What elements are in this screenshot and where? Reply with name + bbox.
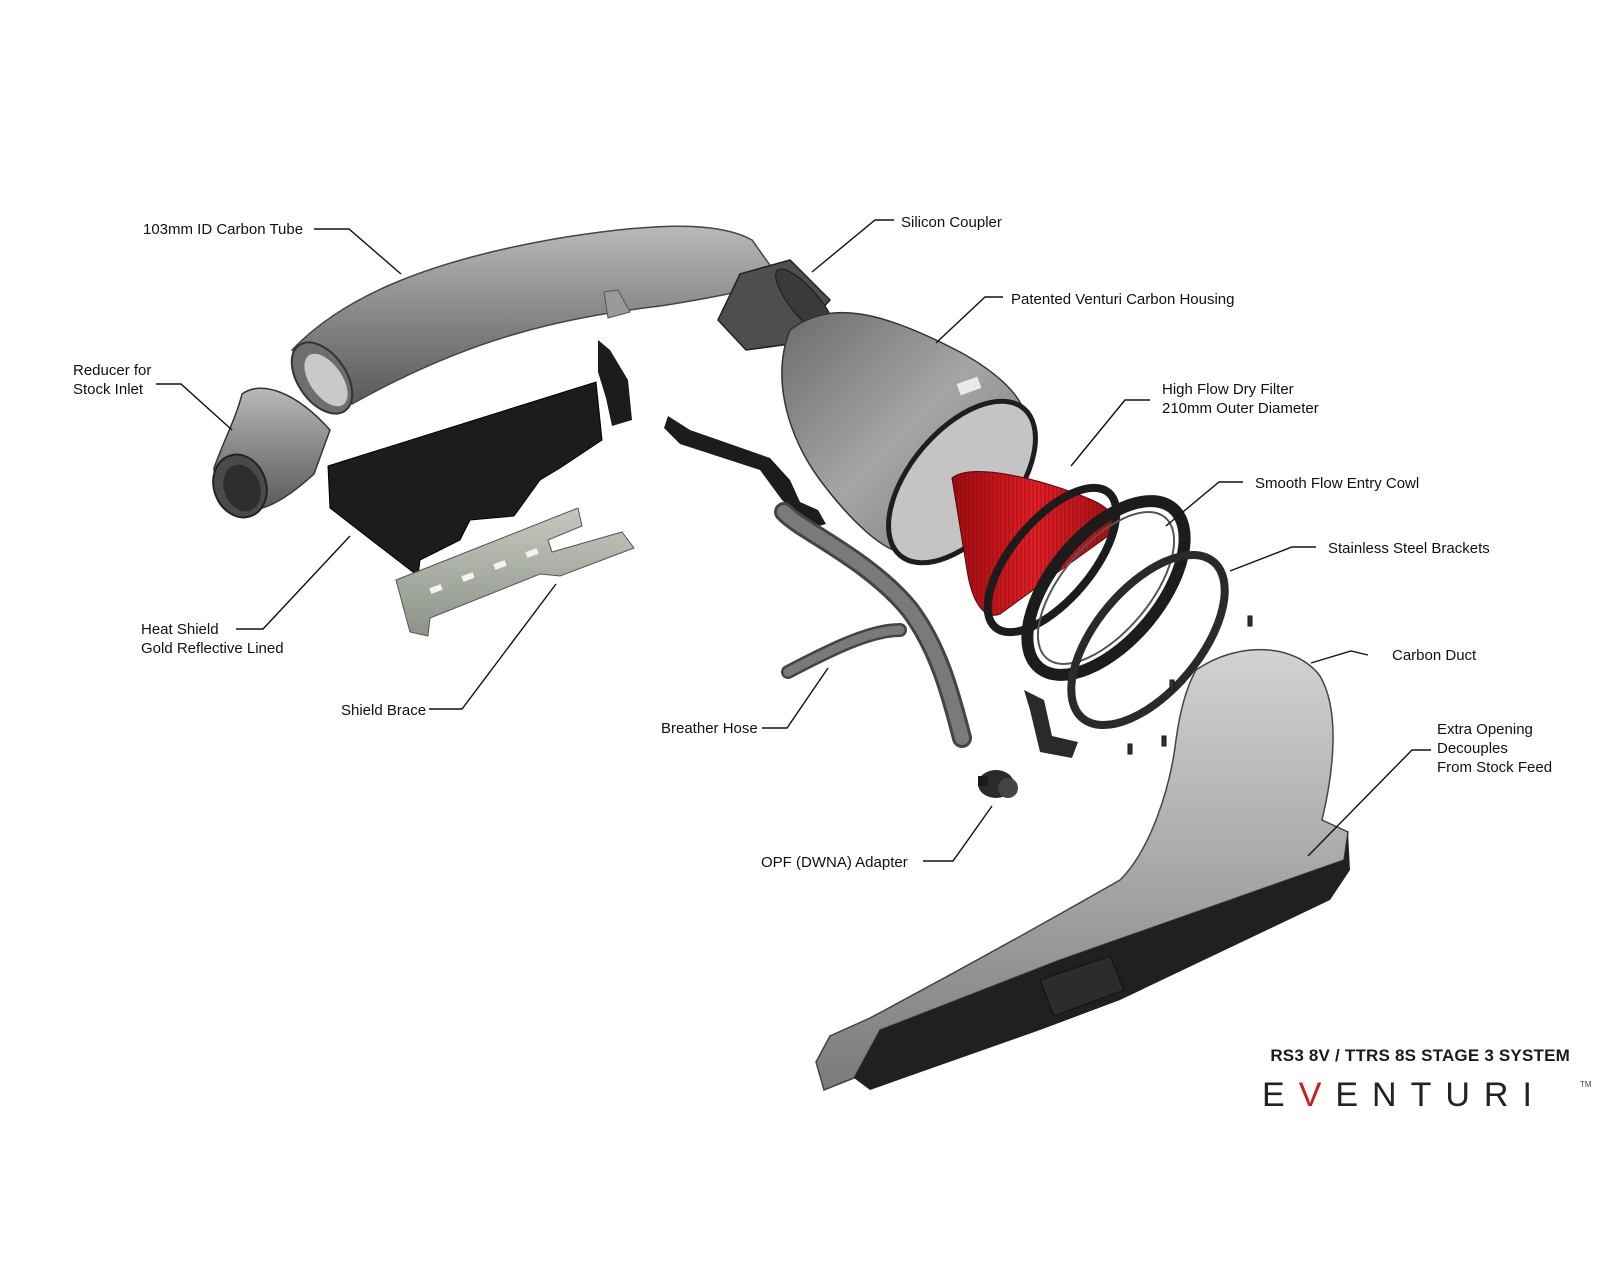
stainless-steel-brackets: [1024, 551, 1253, 758]
logo-suffix: ENTURI: [1335, 1076, 1546, 1114]
carbon-tube: [290, 225, 784, 415]
logo-accent-v: V: [1298, 1076, 1336, 1114]
label-breather-hose: Breather Hose: [661, 720, 758, 737]
label-extra-opening: Extra Opening Decouples From Stock Feed: [1437, 720, 1552, 777]
trademark-mark: TM: [1580, 1080, 1592, 1089]
label-heat-shield-line-1: Heat Shield: [141, 621, 219, 638]
leader-lines: [156, 219, 1431, 862]
label-reducer-line-1: Reducer for: [73, 362, 152, 379]
label-opf-adapter: OPF (DWNA) Adapter: [761, 854, 908, 871]
label-carbon-duct: Carbon Duct: [1392, 647, 1477, 664]
label-reducer-line-2: Stock Inlet: [73, 381, 144, 398]
label-heat-shield: Heat Shield Gold Reflective Lined: [141, 620, 284, 658]
breather-hose: [774, 502, 972, 748]
eventuri-logo: EVENTURI: [1262, 1076, 1546, 1115]
label-silicon-coupler: Silicon Coupler: [901, 214, 1002, 231]
label-heat-shield-line-2: Gold Reflective Lined: [141, 640, 284, 657]
label-entry-cowl: Smooth Flow Entry Cowl: [1255, 475, 1420, 492]
smooth-flow-entry-cowl: [1021, 495, 1191, 681]
reducer-stock-inlet: [212, 387, 331, 519]
logo-prefix: E: [1262, 1076, 1299, 1114]
label-extra-opening-line-1: Extra Opening: [1437, 721, 1533, 738]
label-shield-brace: Shield Brace: [341, 702, 427, 719]
shield-brace: [395, 507, 635, 637]
label-venturi-housing: Patented Venturi Carbon Housing: [1011, 291, 1235, 308]
high-flow-dry-filter: [951, 471, 1121, 637]
label-reducer: Reducer for Stock Inlet: [73, 361, 151, 399]
label-extra-opening-line-3: From Stock Feed: [1437, 759, 1553, 776]
label-extra-opening-line-2: Decouples: [1437, 740, 1508, 757]
label-dry-filter-line-1: High Flow Dry Filter: [1162, 381, 1294, 398]
hose-bracket: [664, 416, 826, 528]
label-carbon-tube: 103mm ID Carbon Tube: [143, 221, 304, 238]
label-steel-brackets: Stainless Steel Brackets: [1328, 540, 1490, 557]
label-dry-filter: High Flow Dry Filter 210mm Outer Diamete…: [1162, 380, 1319, 418]
system-title: RS3 8V / TTRS 8S STAGE 3 SYSTEM: [1270, 1046, 1570, 1065]
carbon-duct: [815, 648, 1350, 1092]
label-dry-filter-line-2: 210mm Outer Diameter: [1162, 400, 1319, 417]
opf-adapter: [978, 770, 1018, 798]
heat-shield: [327, 340, 632, 577]
